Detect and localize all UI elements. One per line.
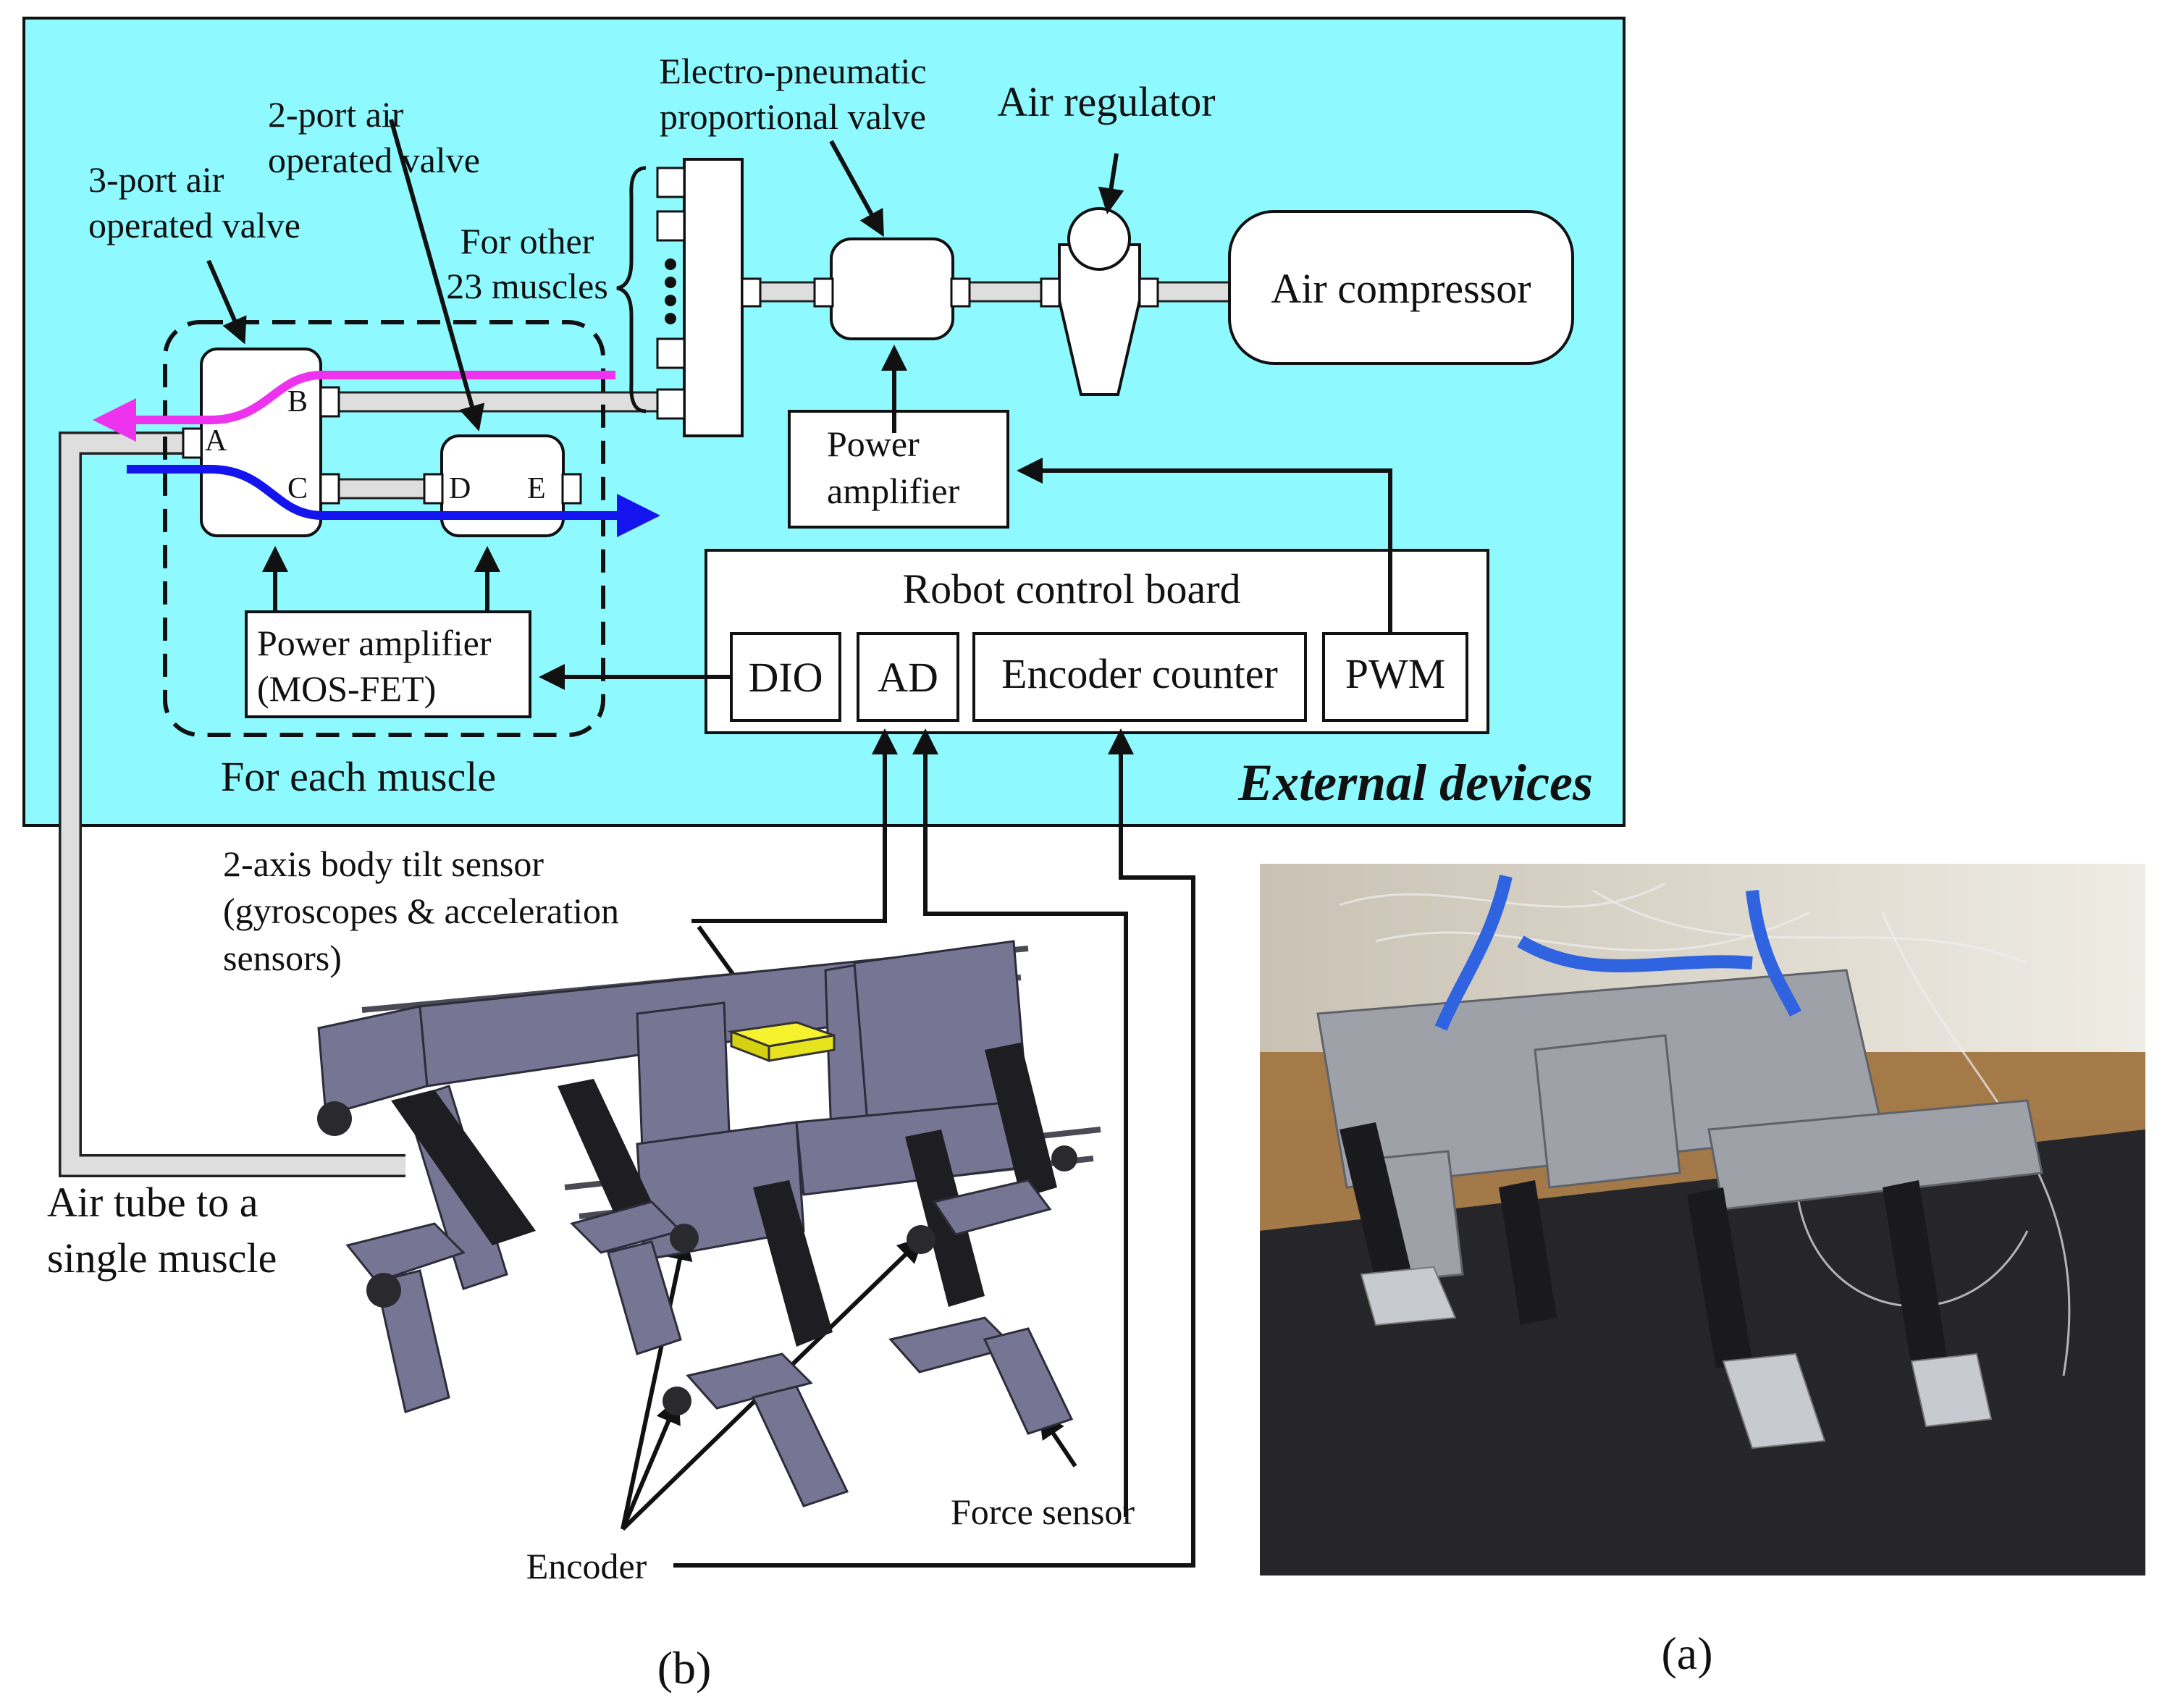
other-muscles-label-1: For other	[461, 221, 594, 261]
port-a-label: A	[205, 424, 227, 458]
port-e-label: E	[527, 472, 546, 505]
ad-label: AD	[878, 654, 938, 701]
power-amplifier-mosfet-box	[245, 610, 531, 718]
port-c-label: C	[287, 472, 308, 505]
power-amplifier-box	[788, 410, 1009, 529]
air-compressor-label: Air compressor	[1271, 265, 1531, 312]
two-port-valve-label-1: 2-port air	[268, 94, 404, 135]
three-port-valve	[182, 348, 340, 537]
air-compressor-box	[1228, 210, 1574, 365]
air-tube-label-1: Air tube to a	[47, 1179, 258, 1226]
air-tubes	[59, 281, 1232, 1177]
encoder-counter-label: Encoder counter	[1001, 650, 1278, 697]
exhaust-flow-arrow	[127, 465, 660, 537]
mosfet-amp-label-1: Power amplifier	[257, 623, 492, 663]
air-tube-label-2: single muscle	[47, 1234, 277, 1282]
mosfet-amp-label-2: (MOS-FET)	[257, 668, 436, 709]
encoder-label: Encoder	[526, 1546, 647, 1586]
robot-photo	[1260, 864, 2145, 1576]
two-port-valve	[423, 434, 582, 537]
encoder-counter-port	[972, 632, 1307, 722]
dio-label: DIO	[748, 654, 823, 701]
manifold	[616, 158, 762, 437]
power-amp-label-2: amplifier	[827, 471, 960, 511]
robot-control-board	[705, 549, 1489, 734]
robot-control-board-label: Robot control board	[902, 565, 1240, 613]
force-sensor-label: Force sensor	[951, 1492, 1135, 1532]
robot-cad-illustration	[317, 940, 1101, 1507]
for-each-muscle-label: For each muscle	[221, 753, 496, 800]
three-port-valve-label-1: 3-port air	[88, 159, 224, 200]
other-muscles-label-2: 23 muscles	[446, 266, 608, 306]
panel-a-label: (a)	[1661, 1628, 1712, 1679]
ep-valve-label-1: Electro-pneumatic	[659, 51, 926, 91]
pwm-port	[1322, 632, 1468, 722]
port-b-label: B	[287, 385, 308, 418]
external-devices-label: External devices	[1237, 754, 1593, 812]
tilt-sensor-label-1: 2-axis body tilt sensor	[223, 844, 544, 884]
signal-wires	[206, 119, 1392, 1568]
power-amp-label-1: Power	[827, 424, 920, 464]
two-port-valve-label-2: operated valve	[268, 140, 480, 180]
three-port-valve-label-2: operated valve	[88, 205, 300, 245]
for-each-muscle-group	[163, 320, 605, 737]
supply-flow-arrow	[93, 371, 615, 442]
port-d-label: D	[449, 472, 471, 505]
pwm-label: PWM	[1345, 650, 1446, 697]
panel-b-label: (b)	[657, 1642, 712, 1694]
ep-proportional-valve	[813, 237, 971, 340]
air-regulator-icon	[1040, 207, 1159, 396]
air-regulator-label: Air regulator	[997, 78, 1215, 125]
tilt-sensor-label-3: sensors)	[223, 938, 342, 978]
ad-port	[857, 632, 959, 722]
dio-port	[730, 632, 841, 722]
labels: 3-port air operated valve 2-port air ope…	[47, 51, 1713, 1694]
tilt-sensor-label-2: (gyroscopes & acceleration	[223, 891, 619, 931]
ep-valve-label-2: proportional valve	[660, 96, 926, 137]
